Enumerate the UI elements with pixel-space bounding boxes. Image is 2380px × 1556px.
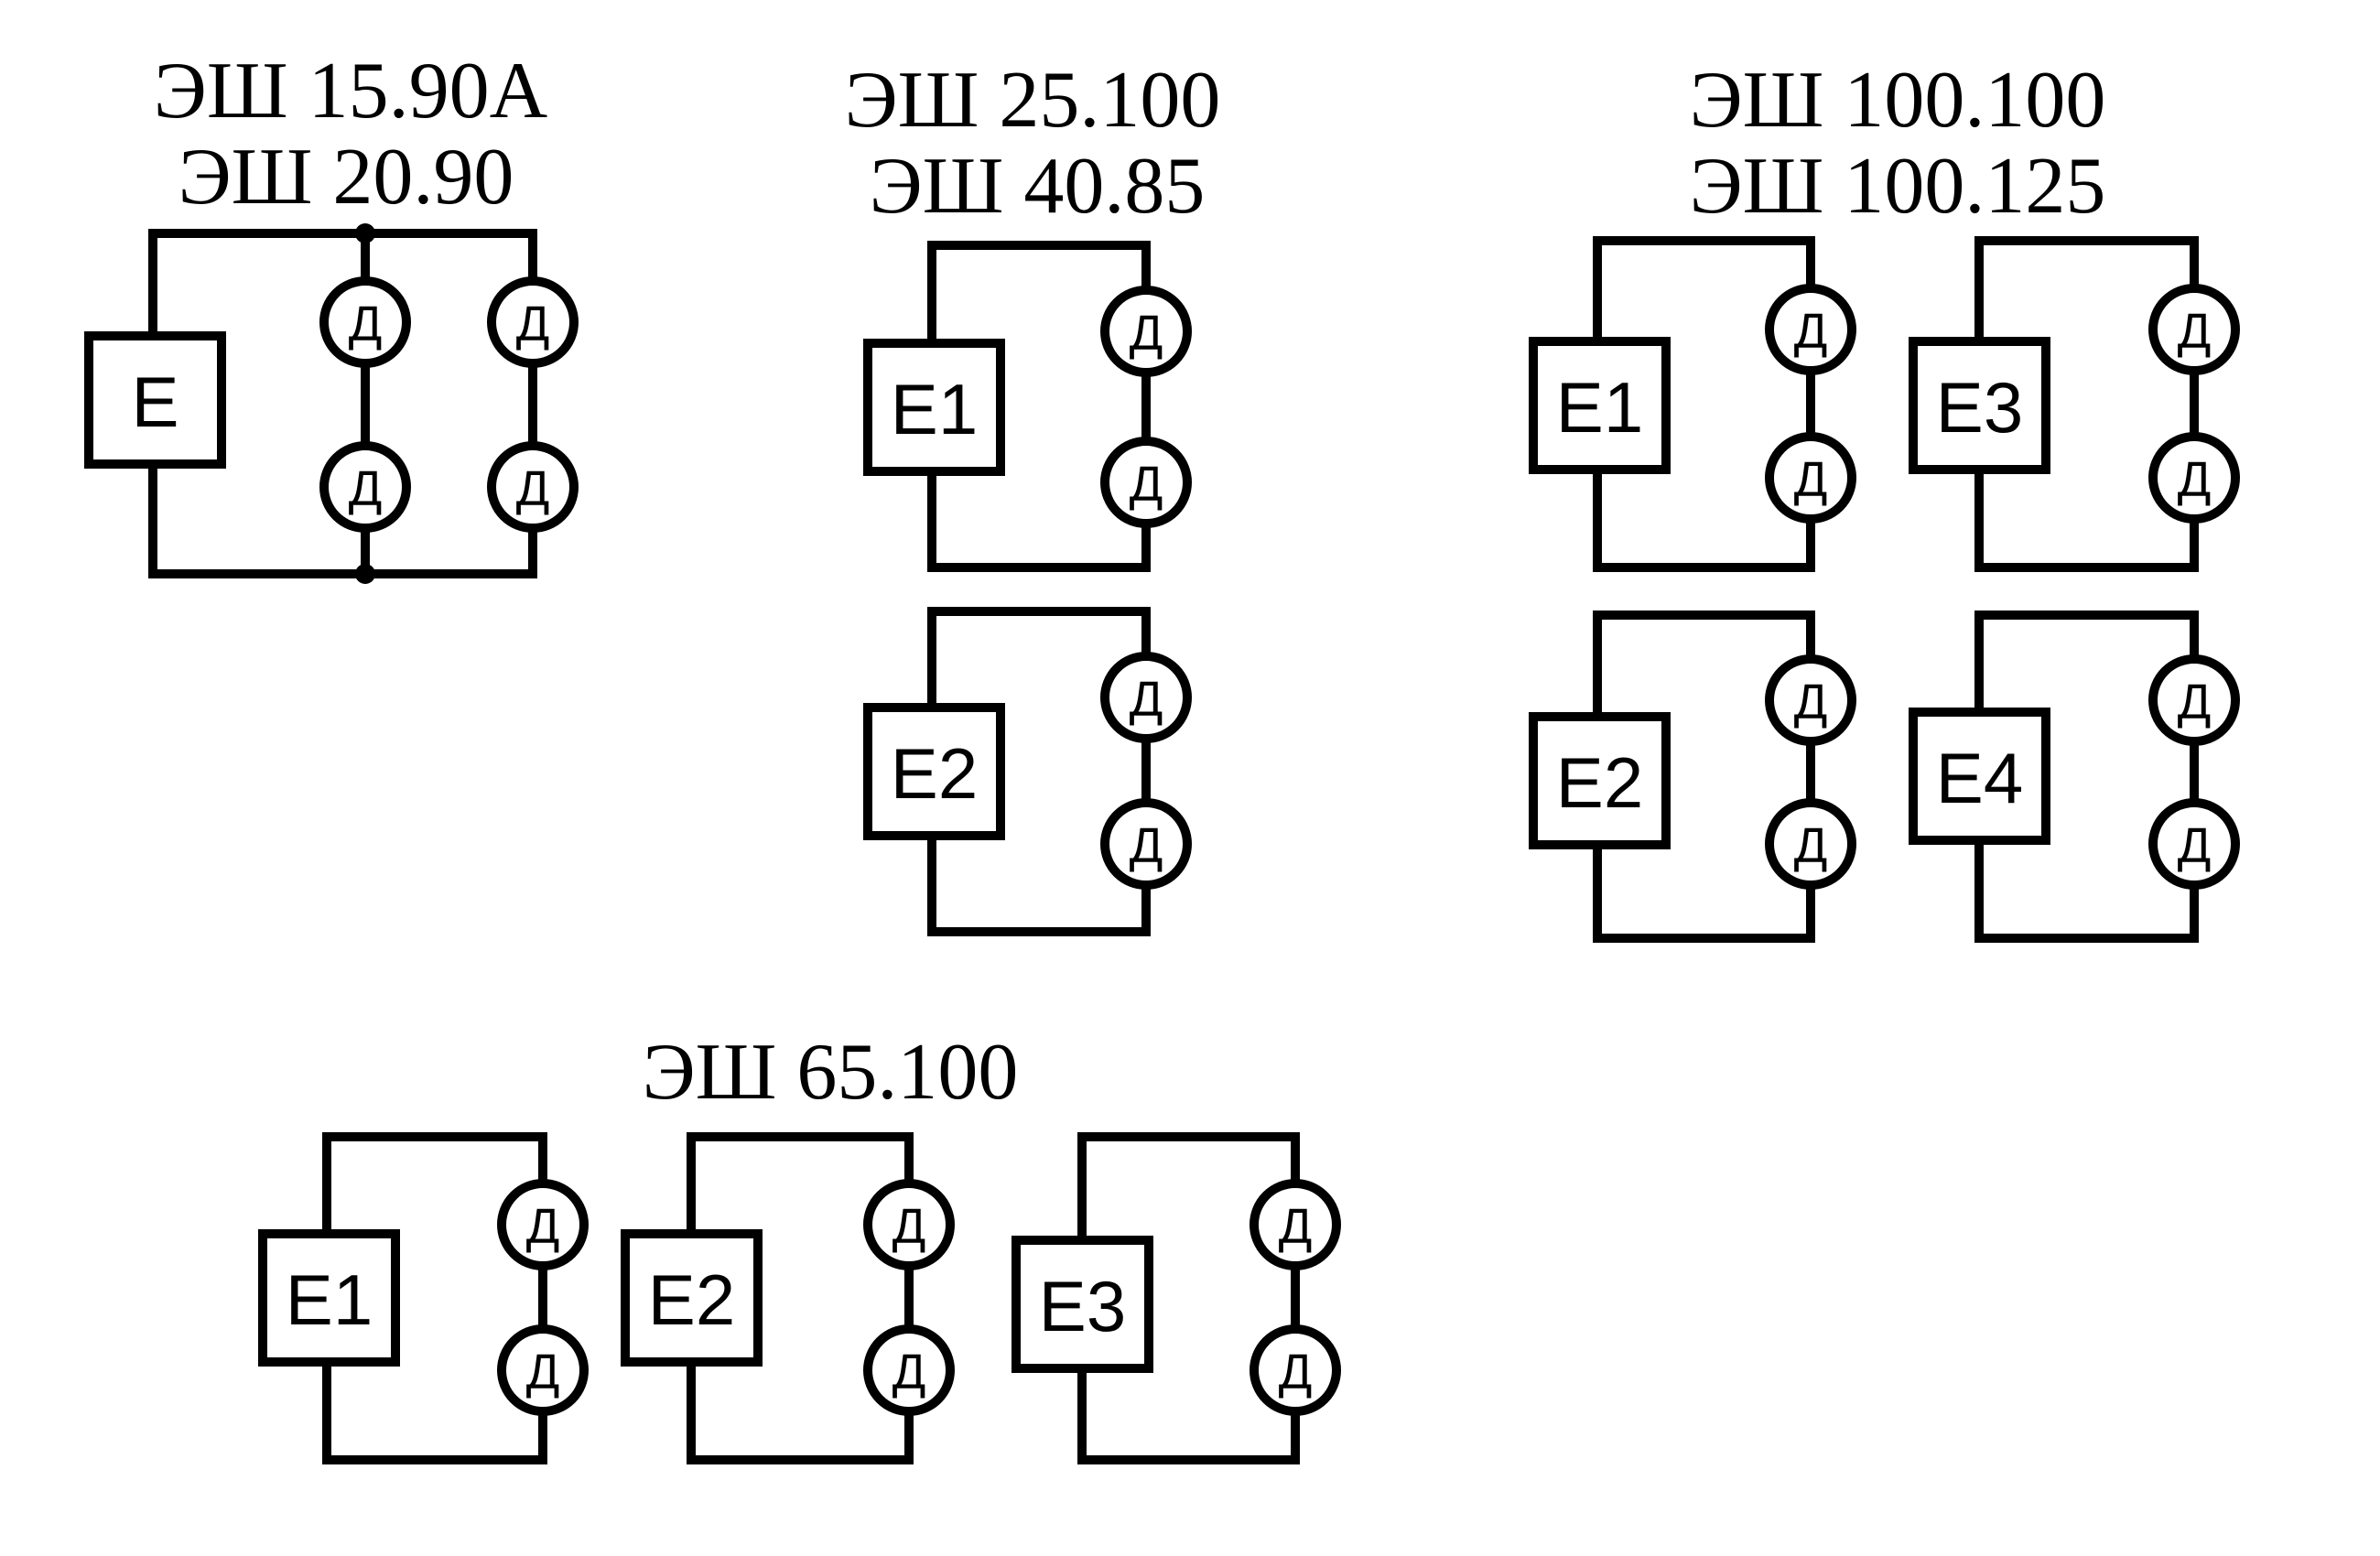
motor-label: Д [1794,818,1828,873]
generator-box [1909,337,2050,474]
junction-dot [355,223,375,243]
generator-label: Е [131,362,178,442]
generator-label: Е1 [1556,367,1643,448]
motor-circle [1765,284,1856,375]
generator-box [863,703,1005,840]
motor-label: Д [1794,452,1828,507]
group-title: ЭШ 65.100 [643,1028,1019,1117]
motor-circle [1100,437,1192,528]
motor-label: Д [1130,457,1163,512]
motor-label: Д [1279,1199,1313,1254]
group-title: ЭШ 100.100 [1690,56,2106,145]
circuit: Е Д Д Д Д [84,223,579,584]
group-title: ЭШ 15.90А [154,47,547,135]
motor-circle [1100,798,1192,890]
motor-circle [1100,652,1192,743]
group-title: ЭШ 25.100 [845,56,1221,145]
group-title: ЭШ 100.125 [1690,142,2106,231]
generator-box [1909,708,2050,845]
generator-box [1529,337,1671,474]
motor-label: Д [1130,818,1163,873]
generator-box [1012,1236,1153,1373]
motor-label: Д [892,1345,926,1399]
motor-label: Д [349,297,383,351]
motor-circle [1765,432,1856,524]
generator-label: Е2 [1556,742,1643,823]
motor-label: Д [1279,1345,1313,1399]
motor-label: Д [349,461,383,516]
generator-box [621,1229,763,1367]
motor-circle [1250,1324,1341,1416]
motor-circle [2148,432,2240,524]
group-title: ЭШ 40.85 [870,142,1206,231]
motor-circle [319,441,411,533]
generator-label: Е3 [1039,1266,1126,1346]
generator-box [84,331,226,469]
motor-circle [497,1324,589,1416]
motor-label: Д [2178,452,2212,507]
generator-box [1529,712,1671,849]
motor-label: Д [2178,818,2212,873]
motor-circle [1250,1179,1341,1270]
motor-label: Д [526,1345,560,1399]
junction-dot [355,564,375,584]
generator-label: Е2 [891,733,978,814]
motor-circle [863,1179,955,1270]
motor-label: Д [516,461,550,516]
motor-circle [863,1324,955,1416]
motor-circle [2148,798,2240,890]
motor-label: Д [1130,672,1163,727]
generator-label: Е4 [1936,738,2023,818]
motor-circle [487,276,579,368]
generator-box [258,1229,400,1367]
motor-label: Д [2178,304,2212,359]
generator-box [863,339,1005,476]
motor-label: Д [892,1199,926,1254]
motor-circle [1765,798,1856,890]
generator-label: Е3 [1936,367,2023,448]
motor-circle [1100,286,1192,377]
generator-label: Е1 [286,1259,373,1340]
motor-circle [319,276,411,368]
motor-circle [2148,284,2240,375]
motor-label: Д [526,1199,560,1254]
motor-circle [1765,654,1856,746]
motor-label: Д [1794,304,1828,359]
group-title: ЭШ 20.90 [178,133,514,222]
motor-label: Д [1130,306,1163,361]
generator-label: Е2 [648,1259,735,1340]
motor-label: Д [1794,675,1828,729]
motor-circle [497,1179,589,1270]
generator-label: Е1 [891,369,978,449]
motor-label: Д [2178,675,2212,729]
motor-circle [2148,654,2240,746]
motor-label: Д [516,297,550,351]
motor-circle [487,441,579,533]
